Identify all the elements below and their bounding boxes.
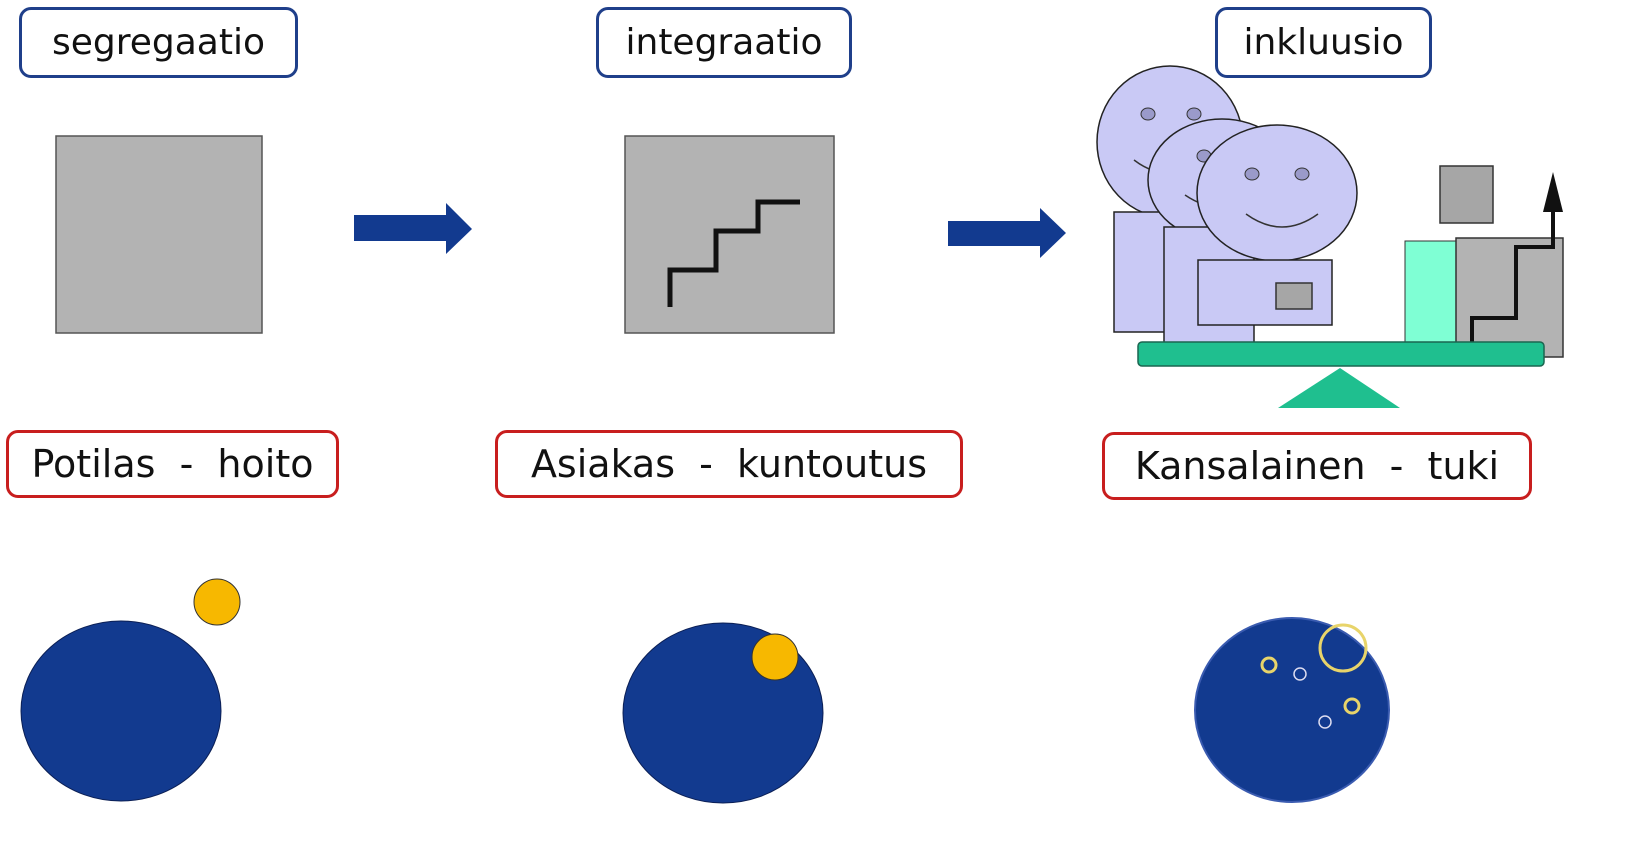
society-circle xyxy=(1194,617,1390,803)
inclusion-circles xyxy=(1194,617,1390,803)
stairs-icon xyxy=(667,199,800,307)
role-label-patient-care: Potilas - hoito xyxy=(6,430,339,498)
stairs-icon xyxy=(1470,186,1555,345)
up-arrow-icon xyxy=(1543,172,1563,212)
individual-circle xyxy=(1318,715,1332,729)
inclusion-illustration xyxy=(1096,65,1564,408)
balance-scale-icon xyxy=(1137,341,1545,408)
stage-label-segregation: segregaatio xyxy=(19,7,298,78)
individual-circle xyxy=(751,633,799,681)
right-arrow-icon xyxy=(948,208,1066,258)
integration-circles xyxy=(622,622,824,804)
individual-circle xyxy=(193,578,241,626)
individual-circle xyxy=(1343,697,1361,715)
society-circle xyxy=(20,620,222,802)
role-label-citizen-support: Kansalainen - tuki xyxy=(1102,432,1532,500)
stage-label-inclusion: inkluusio xyxy=(1215,7,1432,78)
individual-circle xyxy=(1318,623,1368,673)
individual-circle xyxy=(1260,656,1278,674)
role-label-client-rehabilitation: Asiakas - kuntoutus xyxy=(495,430,963,498)
stage-label-integration: integraatio xyxy=(596,7,852,78)
smiley-face-icon xyxy=(1196,124,1358,262)
segregation-box xyxy=(55,135,263,334)
individual-circle xyxy=(1293,667,1307,681)
right-arrow-icon xyxy=(354,203,472,254)
segregation-circles xyxy=(20,578,241,802)
integration-box xyxy=(624,135,835,334)
